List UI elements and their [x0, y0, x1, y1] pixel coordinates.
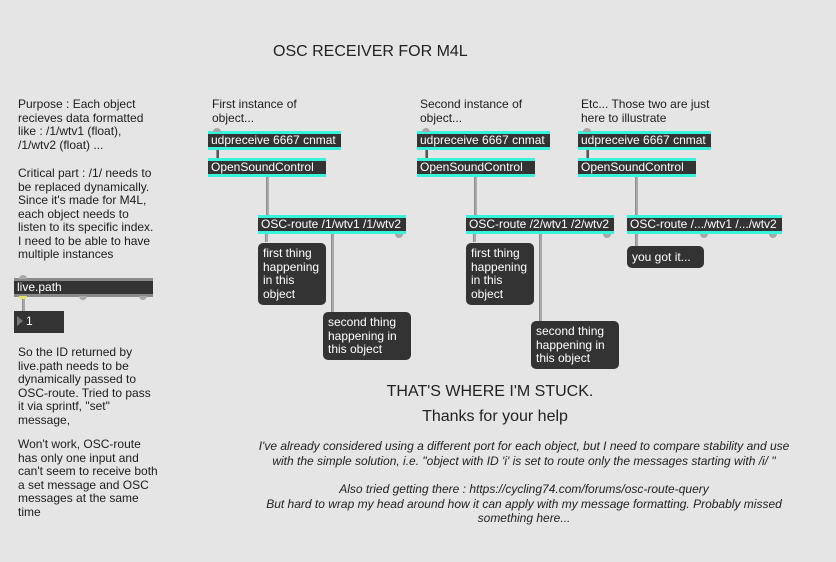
- patch-cord[interactable]: [635, 234, 638, 246]
- inlet[interactable]: [422, 128, 430, 132]
- osc-route-object-3[interactable]: OSC-route /.../wtv1 /.../wtv2: [627, 215, 782, 234]
- patch-cord[interactable]: [539, 234, 542, 322]
- comment-wont-work[interactable]: Won't work, OSC-route has only one input…: [18, 437, 158, 519]
- udpreceive-label: udpreceive 6667 cnmat: [211, 133, 336, 147]
- instance-3-caption[interactable]: Etc... Those two are just here to illust…: [581, 97, 710, 125]
- comment-critical[interactable]: Critical part : /1/ needs to be replaced…: [18, 166, 154, 261]
- udpreceive-object-3[interactable]: udpreceive 6667 cnmat: [578, 131, 711, 150]
- message-second-thing-1[interactable]: second thing happening in this object: [323, 312, 411, 360]
- patch-cord[interactable]: [216, 150, 219, 158]
- live-path-label: live.path: [17, 280, 62, 294]
- patch-cord[interactable]: [425, 150, 428, 158]
- opensoundcontrol-label: OpenSoundControl: [581, 160, 684, 174]
- osc-route-label: OSC-route /1/wtv1 /1/wtv2: [261, 217, 402, 231]
- inlet[interactable]: [213, 128, 221, 132]
- comment-purpose[interactable]: Purpose : Each object recieves data form…: [18, 97, 144, 152]
- opensoundcontrol-label: OpenSoundControl: [420, 160, 523, 174]
- udpreceive-label: udpreceive 6667 cnmat: [420, 133, 545, 147]
- osc-route-label: OSC-route /2/wtv1 /2/wtv2: [469, 217, 610, 231]
- patch-cord[interactable]: [473, 234, 476, 242]
- inlet[interactable]: [583, 128, 591, 132]
- live-path-object[interactable]: live.path: [14, 278, 153, 297]
- number-value: 1: [26, 314, 33, 328]
- patch-title: OSC RECEIVER FOR M4L: [273, 43, 468, 60]
- also-tried-comment[interactable]: Also tried getting there : https://cycli…: [266, 482, 782, 525]
- outlet[interactable]: [700, 234, 708, 238]
- inlet[interactable]: [19, 275, 27, 279]
- instance-1-caption[interactable]: First instance of object...: [212, 97, 297, 125]
- patch-cord[interactable]: [586, 150, 589, 158]
- message-you-got-it[interactable]: you got it...: [627, 246, 704, 268]
- outlet[interactable]: [79, 296, 87, 300]
- udpreceive-object-1[interactable]: udpreceive 6667 cnmat: [208, 131, 341, 150]
- patch-cord[interactable]: [635, 177, 638, 217]
- osc-route-label: OSC-route /.../wtv1 /.../wtv2: [630, 217, 777, 231]
- patch-cord[interactable]: [331, 234, 334, 313]
- outlet[interactable]: [139, 296, 147, 300]
- opensoundcontrol-object-1[interactable]: OpenSoundControl: [208, 158, 326, 177]
- osc-route-object-1[interactable]: OSC-route /1/wtv1 /1/wtv2: [258, 215, 406, 234]
- udpreceive-label: udpreceive 6667 cnmat: [581, 133, 706, 147]
- osc-route-object-2[interactable]: OSC-route /2/wtv1 /2/wtv2: [466, 215, 614, 234]
- stuck-comment[interactable]: THAT'S WHERE I'M STUCK.: [386, 383, 594, 400]
- patch-cord[interactable]: [474, 177, 477, 217]
- instance-2-caption[interactable]: Second instance of object...: [420, 97, 523, 125]
- number-box[interactable]: 1: [14, 311, 64, 333]
- outlet[interactable]: [603, 234, 611, 238]
- patch-cord[interactable]: [22, 299, 25, 311]
- opensoundcontrol-object-2[interactable]: OpenSoundControl: [417, 158, 535, 177]
- considered-comment[interactable]: I've already considered using a differen…: [258, 439, 790, 468]
- message-first-thing-2[interactable]: first thing happening in this object: [466, 243, 534, 305]
- outlet[interactable]: [395, 234, 403, 238]
- comment-id-note[interactable]: So the ID returned by live.path needs to…: [18, 345, 151, 427]
- message-first-thing-1[interactable]: first thing happening in this object: [258, 243, 326, 305]
- triangle-icon: [17, 316, 23, 326]
- opensoundcontrol-label: OpenSoundControl: [211, 160, 314, 174]
- outlet[interactable]: [19, 296, 27, 300]
- udpreceive-object-2[interactable]: udpreceive 6667 cnmat: [417, 131, 550, 150]
- opensoundcontrol-object-3[interactable]: OpenSoundControl: [578, 158, 696, 177]
- outlet[interactable]: [769, 234, 777, 238]
- patch-cord[interactable]: [266, 177, 269, 217]
- message-second-thing-2[interactable]: second thing happening in this object: [531, 321, 619, 369]
- thanks-comment[interactable]: Thanks for your help: [422, 408, 568, 425]
- patch-cord[interactable]: [265, 234, 268, 242]
